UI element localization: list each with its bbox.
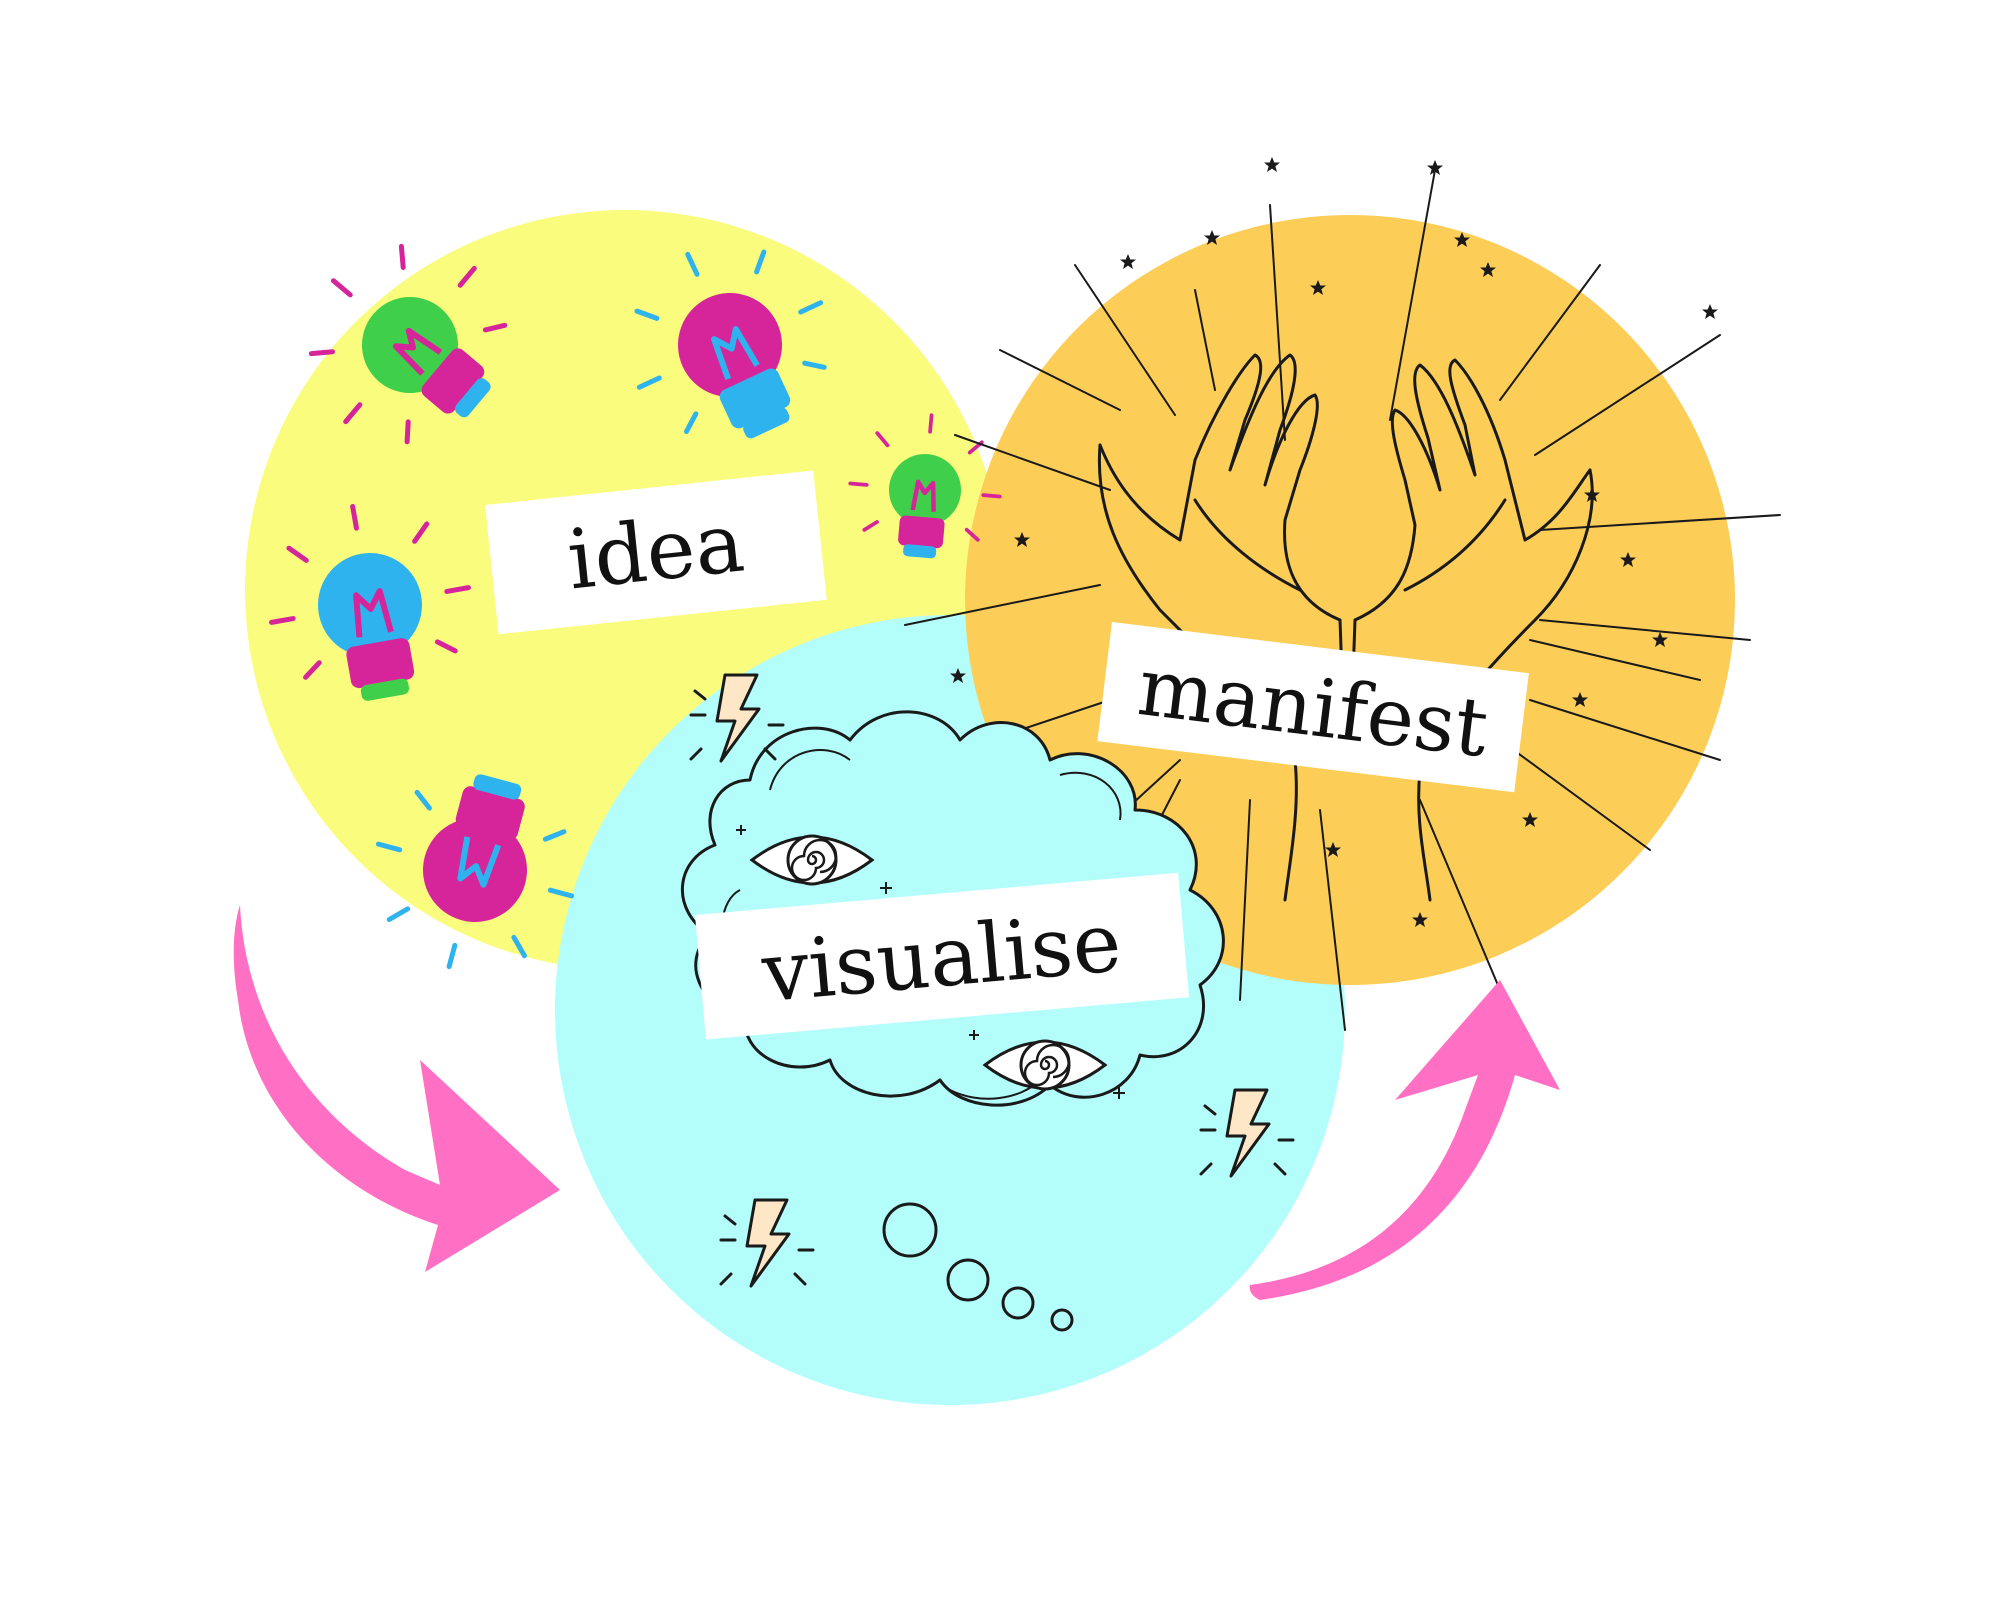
lightbulb-icon bbox=[844, 406, 1009, 559]
manifest-circle bbox=[965, 215, 1735, 985]
visualise-label: visualise bbox=[695, 872, 1190, 1040]
idea-label-text: idea bbox=[563, 495, 748, 608]
idea-label: idea bbox=[485, 470, 827, 635]
manifest-label: manifest bbox=[1097, 622, 1529, 793]
lightbulb-icon bbox=[254, 489, 485, 701]
lightbulb-icon bbox=[269, 204, 543, 479]
curved-arrow-icon bbox=[1249, 980, 1560, 1300]
curved-arrow-icon bbox=[233, 905, 560, 1272]
lightbulb-icon bbox=[353, 774, 596, 992]
lightbulb-icon bbox=[597, 212, 860, 472]
